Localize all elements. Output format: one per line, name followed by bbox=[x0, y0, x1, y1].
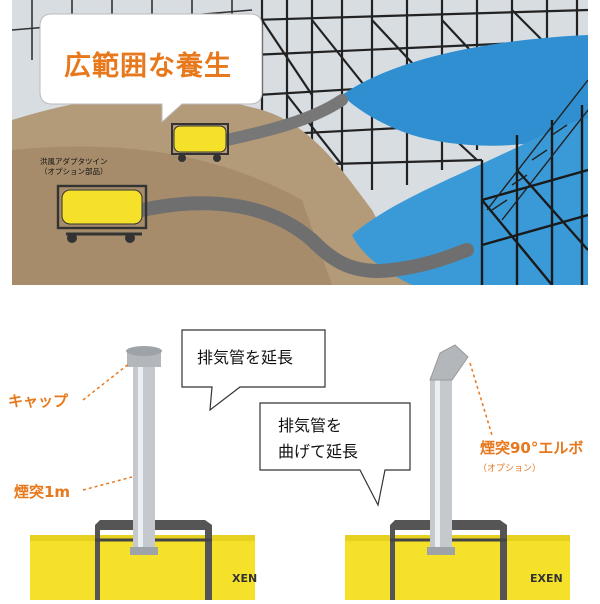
brand-left: XEN bbox=[232, 572, 258, 585]
right-bubble-text: 排気管を 曲げて延長 bbox=[278, 413, 358, 465]
elbow-label: 煙突90°エルボ bbox=[480, 439, 584, 457]
left-bubble-text: 排気管を延長 bbox=[197, 348, 294, 367]
elbow-chimney-icon bbox=[427, 344, 469, 555]
brand-right: EXEN bbox=[530, 572, 563, 585]
heater-small-icon bbox=[171, 123, 229, 162]
adapter-label-line2: （オプション部品） bbox=[40, 167, 108, 176]
heater-large-icon bbox=[56, 184, 148, 243]
right-bubble-line2: 曲げて延長 bbox=[278, 442, 359, 461]
cap-label: キャップ bbox=[8, 392, 69, 410]
chimney-label: 煙突1m bbox=[14, 483, 71, 501]
construction-scene-illustration: 広範囲な養生 洪風アダプタツイン （オプション部品） bbox=[11, 0, 589, 286]
right-bubble-line1: 排気管を bbox=[278, 416, 343, 435]
elbow-sub-label: （オプション） bbox=[478, 464, 542, 474]
straight-chimney-icon bbox=[126, 346, 162, 555]
headline-text: 広範囲な養生 bbox=[64, 51, 232, 82]
chimney-drawing bbox=[30, 329, 570, 600]
scene-drawing bbox=[11, 0, 589, 286]
chimney-options-illustration: 排気管を延長 排気管を 曲げて延長 キャップ 煙突1m 煙突90°エルボ （オプ… bbox=[0, 285, 600, 600]
right-heater-icon bbox=[345, 520, 570, 600]
adapter-label-line1: 洪風アダプタツイン bbox=[40, 157, 108, 166]
adapter-label: 洪風アダプタツイン （オプション部品） bbox=[40, 157, 108, 177]
